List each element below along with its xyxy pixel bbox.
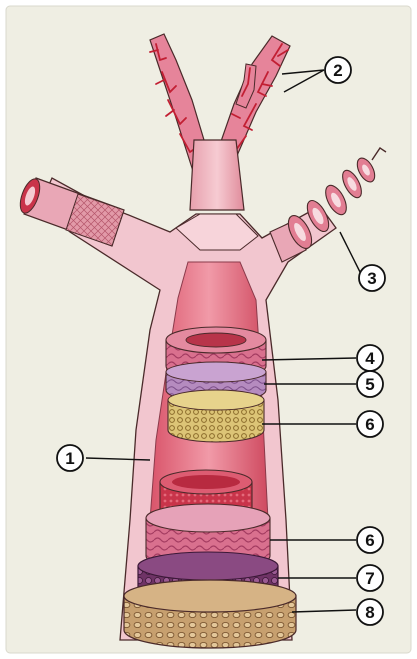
callout-number: 7 <box>365 569 374 588</box>
callout-number: 1 <box>65 449 74 468</box>
callout-number: 5 <box>365 375 374 394</box>
callout-c5: 5 <box>357 371 383 397</box>
callout-c4: 4 <box>357 345 383 371</box>
ring-glandular-layer-upper <box>168 390 264 442</box>
callout-c6a: 6 <box>357 411 383 437</box>
ring-adventitia-layer <box>124 580 296 648</box>
callout-number: 8 <box>365 603 374 622</box>
callout-c8: 8 <box>357 599 383 625</box>
callout-number: 2 <box>333 61 342 80</box>
callout-number: 6 <box>365 531 374 550</box>
callout-c7: 7 <box>357 565 383 591</box>
callout-number: 6 <box>365 415 374 434</box>
callout-c6b: 6 <box>357 527 383 553</box>
callout-number: 4 <box>365 349 375 368</box>
callout-c2: 2 <box>325 57 351 83</box>
callout-c3: 3 <box>359 265 385 291</box>
callout-c1: 1 <box>57 445 83 471</box>
callout-number: 3 <box>367 269 376 288</box>
